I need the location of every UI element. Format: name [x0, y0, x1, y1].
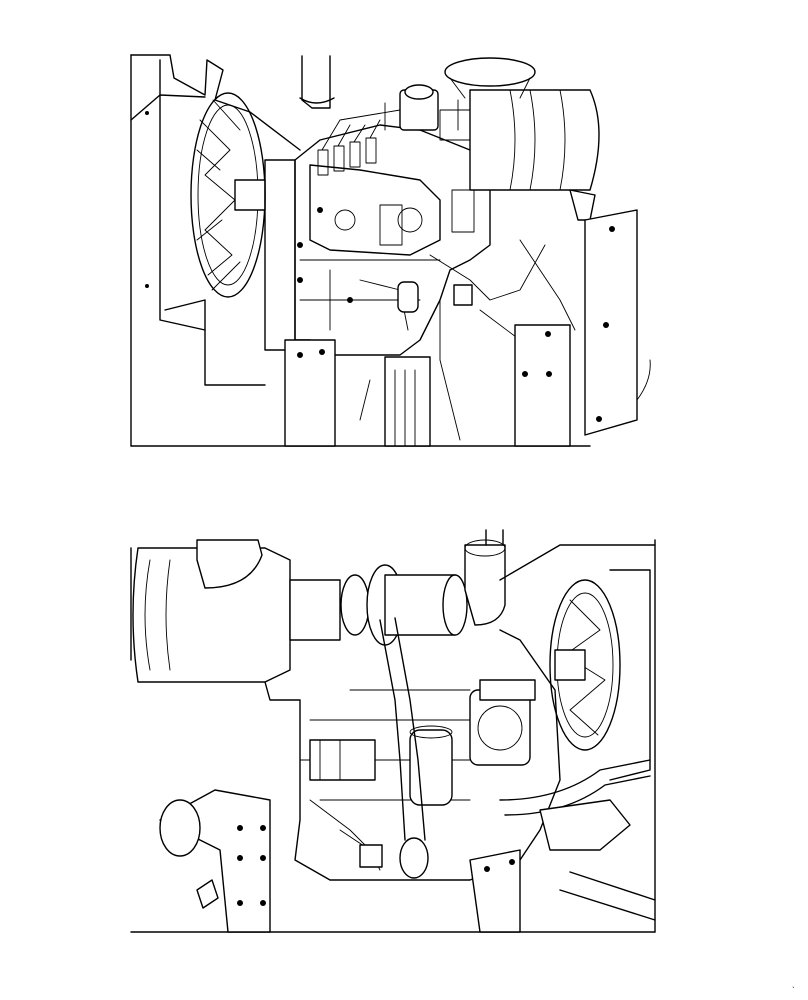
mounting-bracket: [284, 209, 651, 447]
fuel-injection-pump: [384, 84, 471, 141]
radiator-fan: [190, 92, 296, 351]
upper-hose: [301, 55, 331, 109]
corner-mark: `: [792, 986, 795, 995]
turbo-intake: [340, 529, 506, 646]
radiator-shroud: [130, 54, 301, 386]
mounting-bracket: [159, 789, 656, 933]
air-filter: [444, 57, 600, 221]
radiator-fan: [499, 544, 656, 781]
dipstick-tube: [384, 356, 431, 447]
air-filter: [132, 539, 341, 683]
top-engine-view: [130, 54, 651, 447]
engine-block: [294, 109, 491, 356]
engine-block: [264, 629, 561, 881]
relay: [453, 284, 473, 306]
bottom-engine-view: [130, 529, 656, 933]
starter-motor: [309, 725, 453, 806]
alternator: [469, 679, 536, 766]
